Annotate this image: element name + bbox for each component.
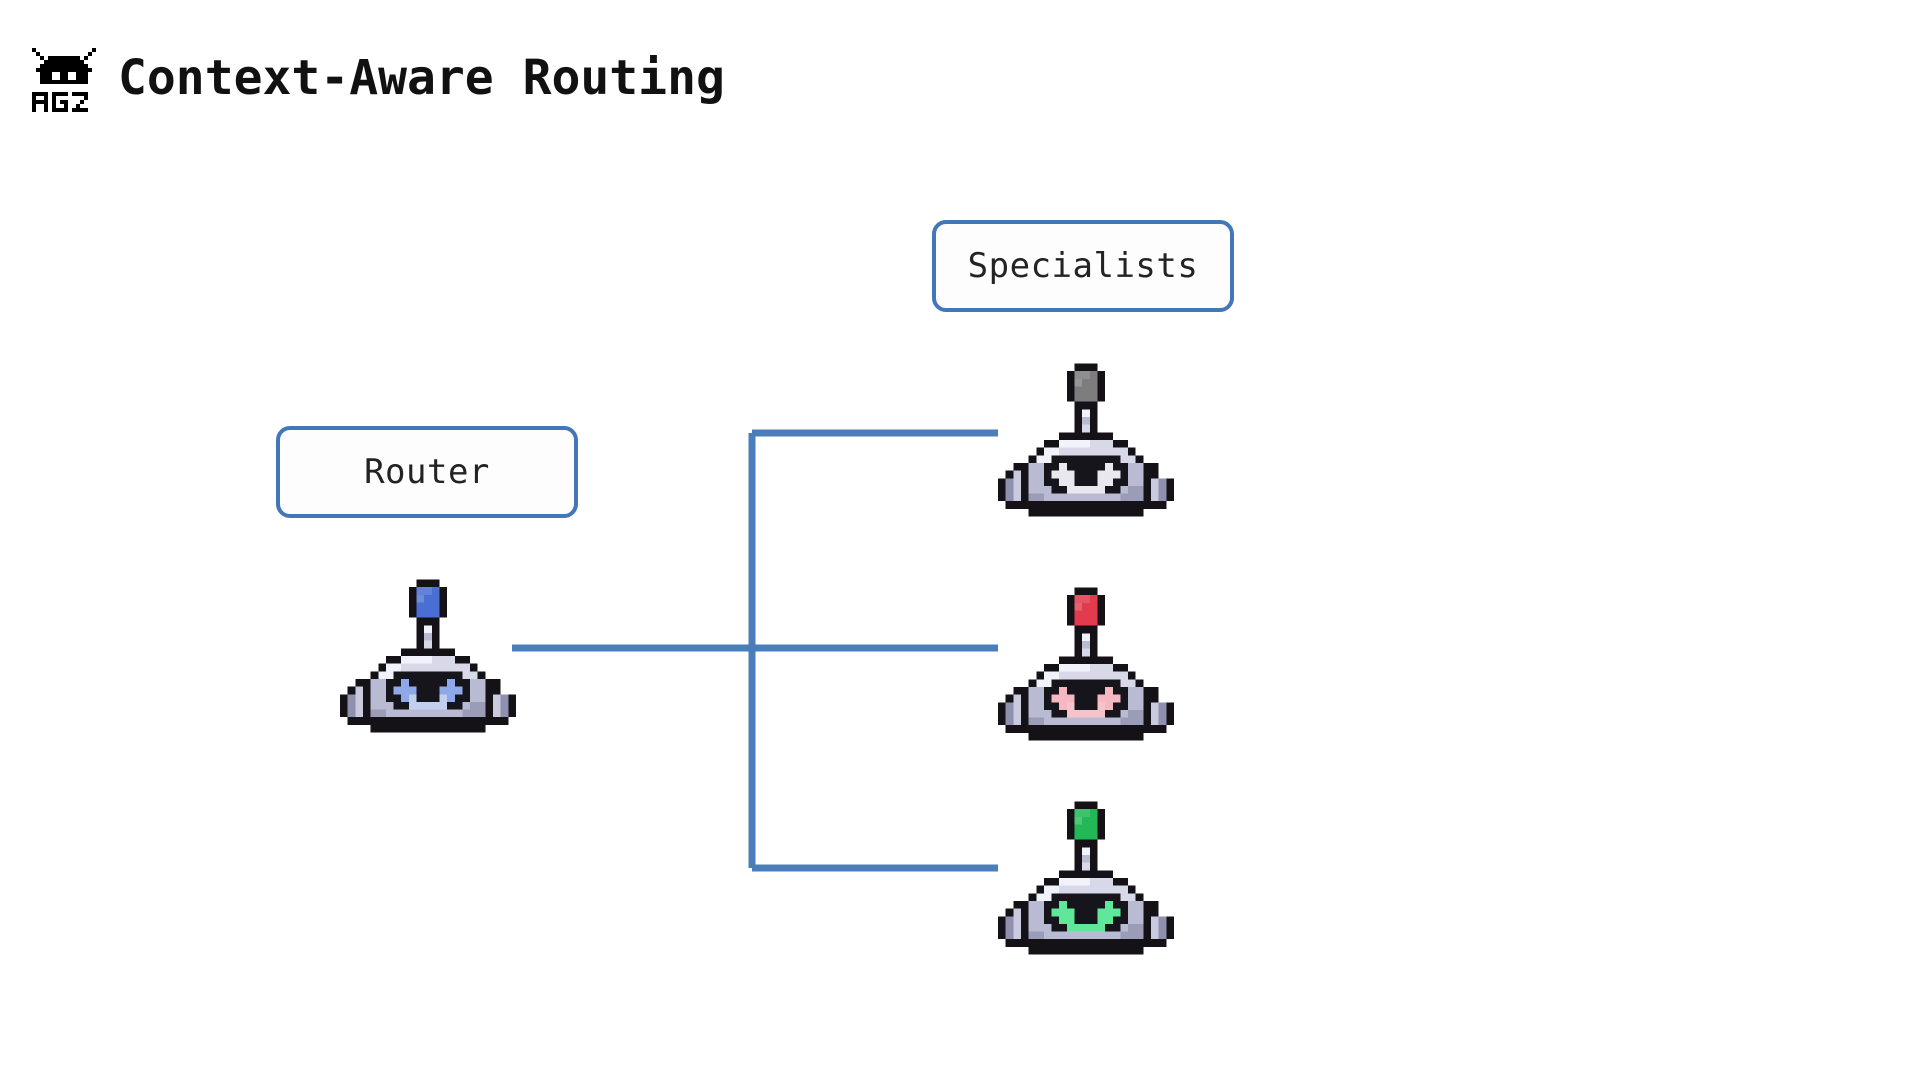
ag2-logo-icon (32, 48, 96, 113)
robot-icon-router[interactable] (340, 568, 516, 744)
robot-icon-specialist-2[interactable] (998, 576, 1174, 752)
page-header: Context-Aware Routing (28, 22, 725, 134)
node-label-specialists[interactable]: Specialists (932, 220, 1234, 312)
node-label-router[interactable]: Router (276, 426, 578, 518)
robot-icon-specialist-1[interactable] (998, 352, 1174, 528)
robot-icon-specialist-3[interactable] (998, 790, 1174, 966)
ag2-logo (28, 40, 100, 116)
page-title: Context-Aware Routing (118, 50, 725, 107)
